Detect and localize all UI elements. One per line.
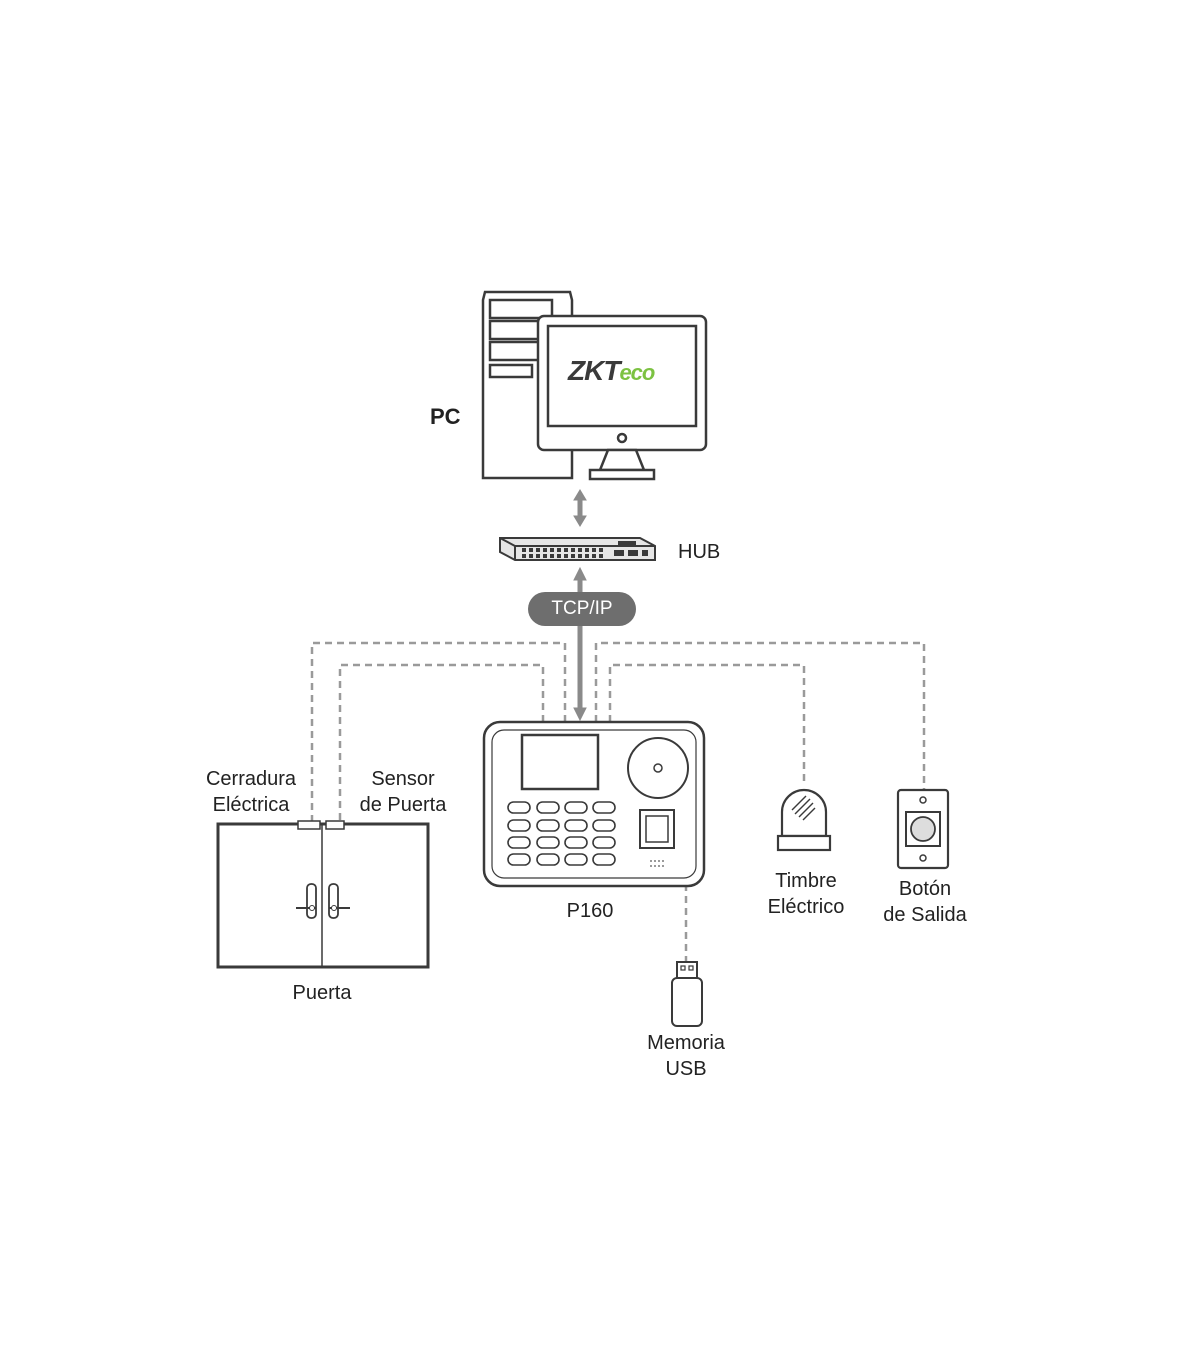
door-icon bbox=[216, 820, 430, 969]
hub-label: HUB bbox=[678, 541, 721, 563]
sensor-label-line-1: Sensor bbox=[371, 768, 435, 790]
pc-hub-link bbox=[573, 489, 587, 527]
lock-label-line-2: Eléctrica bbox=[212, 794, 290, 816]
sensor-label: Sensor de Puerta bbox=[348, 766, 458, 818]
p160-device-icon bbox=[482, 720, 706, 888]
hub-icon bbox=[499, 537, 656, 561]
usb-label-line-1: Memoria bbox=[647, 1032, 725, 1054]
exit-button-icon bbox=[896, 788, 950, 870]
usb-memory-icon bbox=[671, 961, 703, 1027]
logo-part-1: ZKT bbox=[568, 355, 620, 386]
lock-label: Cerradura Eléctrica bbox=[191, 766, 311, 818]
zkteco-logo: ZKTeco bbox=[568, 355, 655, 387]
tcp-ip-badge: TCP/IP bbox=[528, 592, 636, 626]
monitor-icon bbox=[536, 314, 708, 481]
bell-label: Timbre Eléctrico bbox=[756, 868, 856, 920]
door-label: Puerta bbox=[292, 982, 352, 1004]
hub-device-link bbox=[573, 566, 587, 722]
wiring-lines bbox=[310, 641, 926, 962]
logo-part-2: eco bbox=[619, 360, 655, 385]
device-label: P160 bbox=[566, 900, 614, 922]
usb-label: Memoria USB bbox=[636, 1030, 736, 1082]
exit-label-line-1: Botón bbox=[898, 878, 952, 900]
bell-icon bbox=[776, 788, 832, 852]
pc-label: PC bbox=[430, 404, 461, 429]
usb-label-line-2: USB bbox=[665, 1058, 707, 1080]
bell-label-line-1: Timbre bbox=[775, 870, 837, 892]
bell-label-line-2: Eléctrico bbox=[767, 896, 845, 918]
exit-label-line-2: de Salida bbox=[883, 904, 967, 926]
exit-label: Botón de Salida bbox=[873, 876, 977, 928]
lock-label-line-1: Cerradura bbox=[205, 768, 297, 790]
sensor-label-line-2: de Puerta bbox=[359, 794, 447, 816]
